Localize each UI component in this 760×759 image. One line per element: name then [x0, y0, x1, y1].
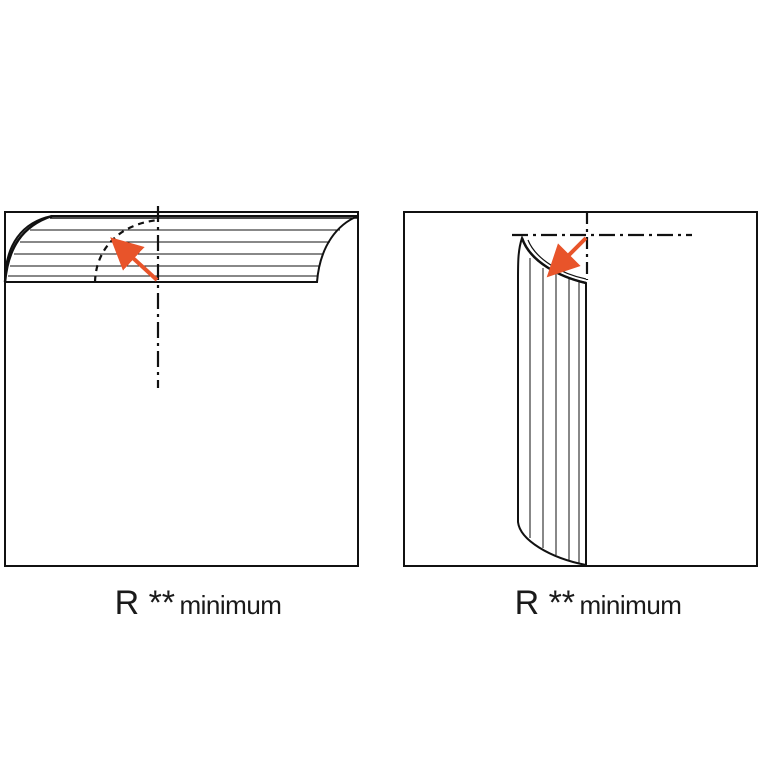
left-radius-arrow — [110, 237, 159, 282]
right-caption-symbol: R ** — [514, 584, 576, 622]
right-radius-arrow — [546, 236, 588, 278]
left-caption-word: minimum — [179, 590, 282, 620]
left-caption: R ** minimum — [48, 584, 348, 623]
left-caption-symbol: R ** — [114, 584, 176, 622]
right-caption: R ** minimum — [448, 584, 748, 623]
right-caption-word: minimum — [579, 590, 682, 620]
right-panel — [403, 211, 758, 567]
left-flange — [3, 214, 359, 283]
left-sheet-outline — [4, 211, 359, 567]
left-panel — [3, 206, 359, 567]
right-sheet-outline — [403, 211, 758, 567]
right-flange — [517, 234, 587, 567]
